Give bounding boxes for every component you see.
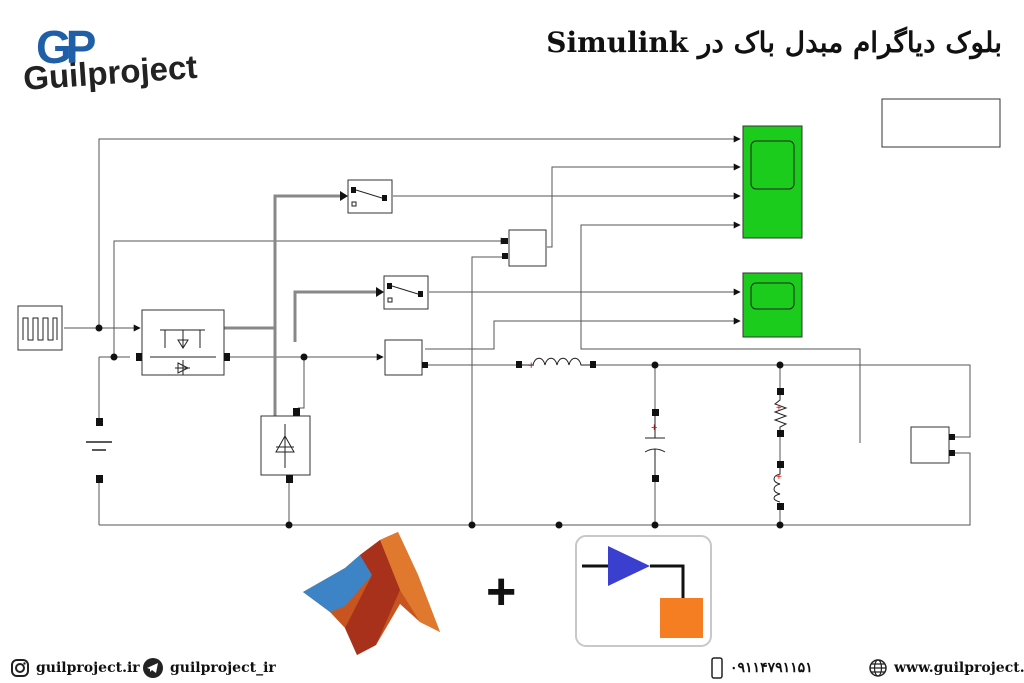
display-block[interactable] <box>881 98 1001 148</box>
logo-letters: GP <box>36 21 97 73</box>
bus-wires <box>224 194 376 416</box>
capacitor-icon[interactable]: + <box>644 409 666 482</box>
phone-number: ۰۹۱۱۴۷۹۱۱۵۱ <box>730 660 813 676</box>
measurement-icon[interactable] <box>384 339 428 376</box>
resistor-icon[interactable]: + <box>773 388 788 437</box>
switch-icon[interactable] <box>347 179 393 214</box>
plus-sign: + <box>486 563 517 621</box>
svg-text:+: + <box>528 360 534 372</box>
scope-icon[interactable] <box>742 272 803 338</box>
diode-icon[interactable] <box>260 408 311 483</box>
matlab-logo-icon <box>303 532 440 655</box>
mosfet-icon[interactable] <box>136 309 230 376</box>
instagram-icon <box>10 658 30 678</box>
instagram-handle: guilproject.ir <box>36 660 140 676</box>
junction-dots <box>95 324 784 529</box>
svg-text:+: + <box>651 422 657 434</box>
page-title: بلوک دیاگرام مبدل باک در Simulink <box>546 26 1002 59</box>
website-url: www.guilproject.ir <box>894 660 1024 676</box>
footer-website[interactable]: www.guilproject.ir <box>868 656 1024 680</box>
dc-source-icon[interactable] <box>86 418 112 483</box>
switch-icon[interactable] <box>383 275 429 310</box>
footer-instagram[interactable]: guilproject.ir <box>10 656 140 680</box>
logo-monogram: GP <box>36 20 97 74</box>
phone-icon <box>710 657 724 679</box>
footer-phone[interactable]: ۰۹۱۱۴۷۹۱۱۵۱ <box>710 656 813 680</box>
inductor-icon[interactable]: + <box>516 357 596 372</box>
svg-text:+: + <box>776 472 782 483</box>
footer-telegram[interactable]: guilproject_ir <box>142 656 276 680</box>
simulink-logo-icon <box>575 535 712 647</box>
bus-arrows <box>340 191 384 297</box>
measurement-icon[interactable] <box>910 426 955 464</box>
telegram-handle: guilproject_ir <box>170 660 276 676</box>
measurement-icon[interactable] <box>502 229 547 267</box>
scope-icon[interactable] <box>742 125 803 239</box>
inductor-icon[interactable]: + <box>773 461 784 510</box>
pulse-generator-icon[interactable] <box>17 305 63 351</box>
globe-icon <box>868 658 888 678</box>
svg-text:+: + <box>776 403 782 414</box>
telegram-icon <box>142 657 164 679</box>
